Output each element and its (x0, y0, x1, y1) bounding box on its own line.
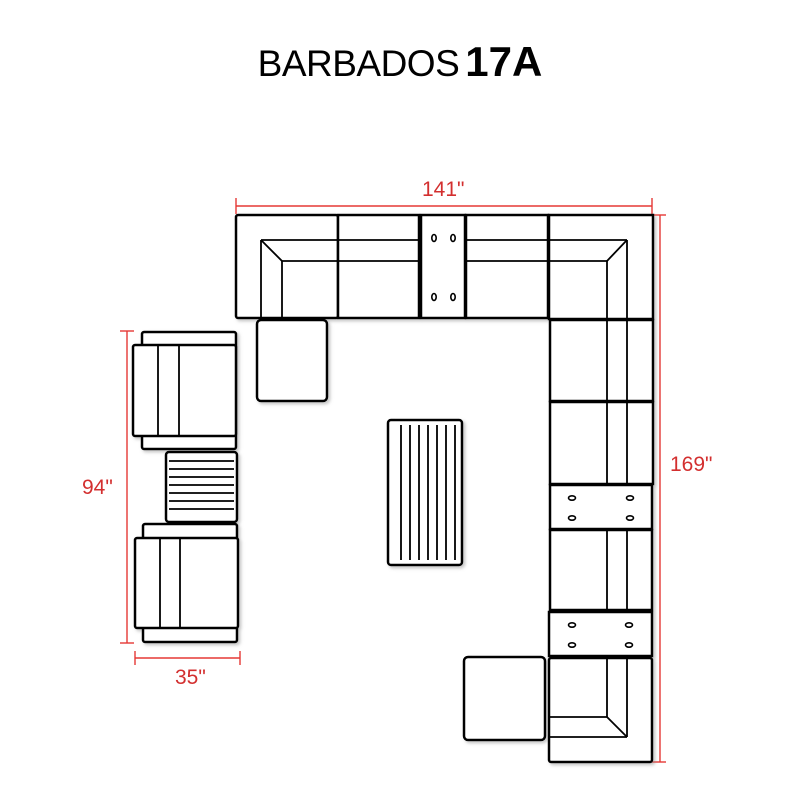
dimension-line-right (652, 214, 666, 763)
ottoman-bottom-right (462, 655, 547, 742)
armless-sectional-right-1 (548, 318, 655, 403)
collection-name: BARBADOS (257, 43, 460, 84)
armless-sectional-right-3 (548, 528, 654, 612)
dimension-line-left (120, 330, 134, 644)
dimension-width-label: 141" (422, 178, 465, 201)
armless-sectional-right-2 (548, 400, 655, 486)
end-table-right-1 (548, 483, 654, 531)
side-table-left (164, 450, 239, 524)
club-chair-top (131, 330, 238, 451)
end-table-right-2 (547, 610, 654, 658)
corner-sectional-top-left (234, 213, 340, 320)
end-table-top (419, 213, 467, 320)
club-chair-bottom (133, 522, 240, 644)
ottoman-top-left (255, 318, 329, 403)
dimension-line-bottom-left (134, 651, 241, 665)
armless-sectional-top-2 (464, 213, 550, 320)
coffee-table (386, 418, 464, 567)
dimension-left-length-label: 94" (82, 476, 113, 499)
dimension-line-top (235, 198, 653, 214)
model-number: 17A (465, 38, 543, 85)
corner-sectional-bottom-right (547, 656, 654, 764)
corner-sectional-top-right (547, 213, 655, 321)
dimension-depth-label: 169" (670, 453, 713, 476)
dimension-left-depth-label: 35" (175, 666, 206, 689)
armless-sectional-top-1 (336, 213, 421, 320)
